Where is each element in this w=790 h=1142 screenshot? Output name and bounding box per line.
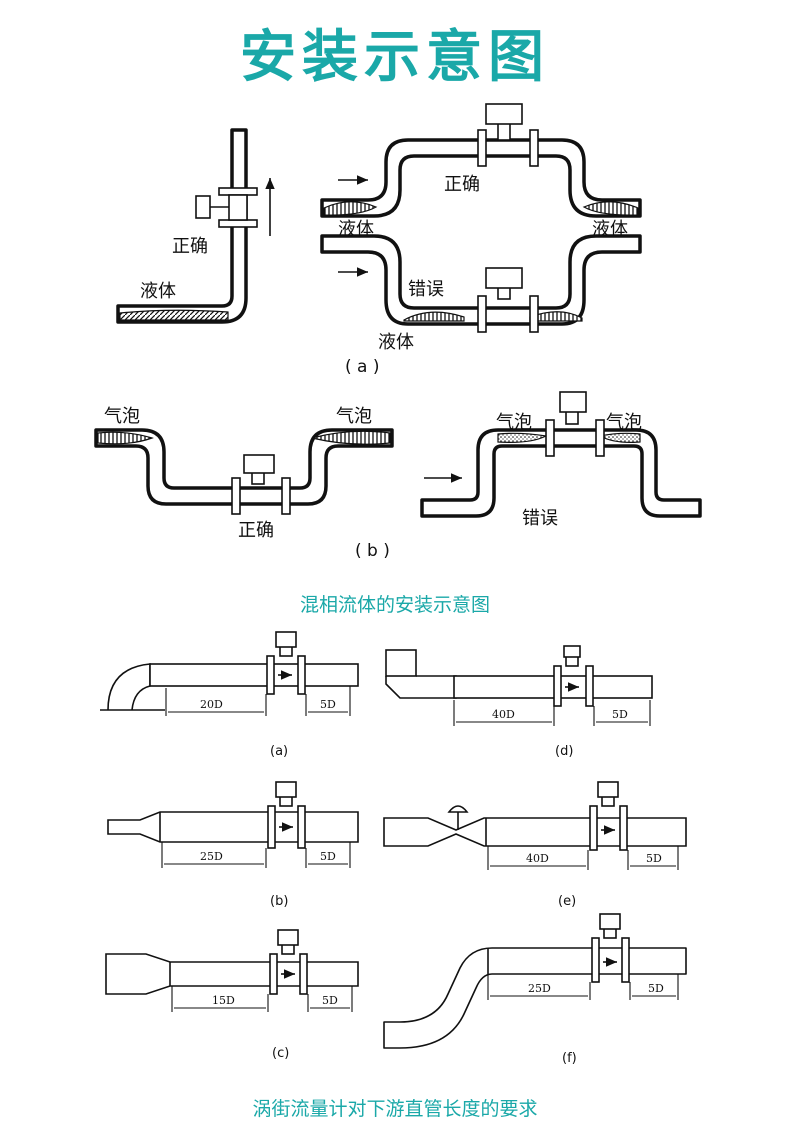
label-liquid: 液体 — [140, 281, 176, 302]
diagram-a-bottom-wrong: 错误 液体 — [320, 234, 642, 353]
downstream-length: 5D — [320, 850, 336, 863]
upstream-length: 15D — [212, 994, 235, 1007]
label-wrong: 错误 — [522, 508, 558, 529]
upstream-length: 40D — [492, 708, 515, 721]
section-caption-mixed-phase: 混相流体的安装示意图 — [299, 594, 490, 616]
diagram-label-b: ( b ) — [355, 541, 390, 561]
label-gas: 气泡 — [336, 406, 372, 427]
flow-diagram-e: 40D 5D (e) — [383, 781, 687, 909]
label-correct: 正确 — [444, 174, 480, 195]
downstream-length: 5D — [612, 708, 628, 721]
diagram-a-top-correct: 正确 液体 液体 — [320, 103, 642, 240]
diagram-label: (e) — [558, 894, 576, 909]
downstream-length: 5D — [646, 852, 662, 865]
upstream-length: 20D — [200, 698, 223, 711]
label-correct: 正确 — [238, 520, 274, 541]
upstream-length: 25D — [528, 982, 551, 995]
page-title: 安装示意图 — [240, 25, 550, 90]
diagram-label: (b) — [270, 894, 288, 909]
downstream-length: 5D — [320, 698, 336, 711]
flow-diagram-f: 25D 5D (f) — [383, 913, 687, 1066]
section-caption-straight-pipe: 涡街流量计对下游直管长度的要求 — [252, 1098, 538, 1120]
flow-diagram-d: 40D 5D (d) — [385, 645, 653, 759]
diagram-label-a: ( a ) — [345, 357, 380, 377]
flow-diagram-c: 15D 5D (c) — [105, 929, 359, 1061]
diagram-b-right-wrong: 气泡 气泡 错误 — [420, 391, 702, 529]
downstream-length: 5D — [322, 994, 338, 1007]
label-correct: 正确 — [172, 236, 208, 257]
diagram-label: (d) — [555, 744, 573, 759]
label-gas: 气泡 — [606, 412, 642, 433]
upstream-length: 25D — [200, 850, 223, 863]
label-wrong: 错误 — [408, 279, 444, 300]
label-gas: 气泡 — [496, 412, 532, 433]
diagram-label: (a) — [270, 744, 288, 759]
downstream-length: 5D — [648, 982, 664, 995]
diagram-label: (f) — [562, 1051, 577, 1066]
label-liquid: 液体 — [378, 332, 414, 353]
upstream-length: 40D — [526, 852, 549, 865]
flow-diagram-a: 20D 5D (a) — [100, 631, 359, 759]
diagram-label: (c) — [272, 1046, 289, 1061]
flow-diagram-b: 25D 5D (b) — [107, 781, 359, 909]
label-gas: 气泡 — [104, 406, 140, 427]
diagram-a-vertical-correct: 正确 液体 — [116, 128, 275, 324]
diagram-b-left-correct: 气泡 气泡 正确 — [94, 406, 394, 541]
